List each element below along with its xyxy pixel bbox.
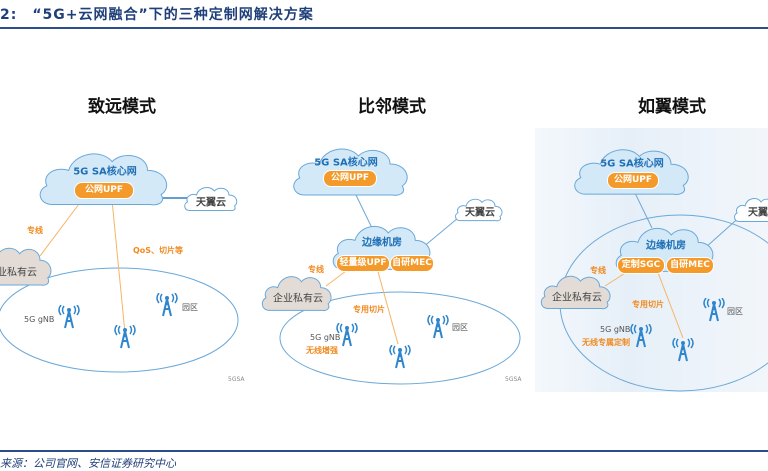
source-note: 来源：公司官网、安信证券研究中心 xyxy=(0,457,176,470)
tianyi-label: 天翼云 xyxy=(748,207,768,219)
qos-slice-label: QoS、切片等 xyxy=(133,246,184,255)
tower-icon xyxy=(672,338,694,362)
park-label: 园区 xyxy=(727,307,743,316)
tianyi-label: 天翼云 xyxy=(465,207,495,219)
dedicated-line-label: 专线 xyxy=(590,266,606,275)
panel-bilin: 5G SA核心网 公网UPF 边缘机房 轻量级UPF 自研MEC 天翼云 企业私… xyxy=(260,128,530,392)
edge-room-label: 边缘机房 xyxy=(646,240,686,252)
tower-icon xyxy=(630,324,652,348)
heading-zhiyuan: 致远模式 xyxy=(88,97,156,117)
park-label: 园区 xyxy=(182,303,198,312)
park-label: 园区 xyxy=(452,323,468,332)
custom-sgc-pill: 定制SGC xyxy=(617,257,665,274)
core-network-label: 5G SA核心网 xyxy=(314,157,378,169)
lightweight-upf-pill: 轻量级UPF xyxy=(336,255,390,272)
mec-pill: 自研MEC xyxy=(666,257,714,274)
dedicated-line-label: 专线 xyxy=(27,226,43,235)
gnb-label: 5G gNB xyxy=(24,315,55,324)
tower-icon xyxy=(703,298,725,322)
tower-icon xyxy=(156,293,178,317)
dedicated-slice-label: 专用切片 xyxy=(353,305,385,314)
tower-icon xyxy=(389,345,411,369)
upf-pill: 公网UPF xyxy=(323,170,377,187)
panel-zhiyuan: 5G SA核心网 公网UPF 天翼云 企业私有云 专线 QoS、切片等 5G g… xyxy=(0,128,255,392)
tower-icon xyxy=(114,325,136,349)
watermark: 5GSA xyxy=(228,376,245,383)
tower-icon xyxy=(58,305,80,329)
figure-title: 2: “5G+云网融合”下的三种定制网解决方案 xyxy=(0,7,314,23)
footer-divider xyxy=(0,450,768,452)
tianyi-label: 天翼云 xyxy=(196,197,226,209)
gnb-label: 5G gNB xyxy=(310,333,341,342)
heading-ruyi: 如翼模式 xyxy=(638,97,706,117)
private-cloud-label: 企业私有云 xyxy=(0,267,37,279)
dedicated-line-label: 专线 xyxy=(308,265,324,274)
edge-room-label: 边缘机房 xyxy=(362,237,402,249)
panel-ruyi: 5G SA核心网 公网UPF 边缘机房 定制SGC 自研MEC 天翼云 企业私有… xyxy=(535,128,768,392)
gnb-sub-label: 无线增强 xyxy=(306,346,338,355)
dedicated-slice-label: 专用切片 xyxy=(632,300,664,309)
core-network-cloud xyxy=(571,141,693,199)
core-network-label: 5G SA核心网 xyxy=(73,166,137,178)
mec-pill: 自研MEC xyxy=(390,255,434,272)
private-cloud-label: 企业私有云 xyxy=(273,293,323,305)
title-divider xyxy=(0,27,768,29)
tower-icon xyxy=(427,315,449,339)
upf-pill: 公网UPF xyxy=(607,172,659,189)
core-network-label: 5G SA核心网 xyxy=(600,158,664,170)
private-cloud-label: 企业私有云 xyxy=(552,292,602,304)
gnb-sub-label: 无线专属定制 xyxy=(582,338,630,347)
gnb-label: 5G gNB xyxy=(600,325,631,334)
upf-pill: 公网UPF xyxy=(74,182,134,199)
tower-icon xyxy=(336,323,358,347)
heading-bilin: 比邻模式 xyxy=(358,97,426,117)
watermark: 5GSA xyxy=(505,376,522,383)
